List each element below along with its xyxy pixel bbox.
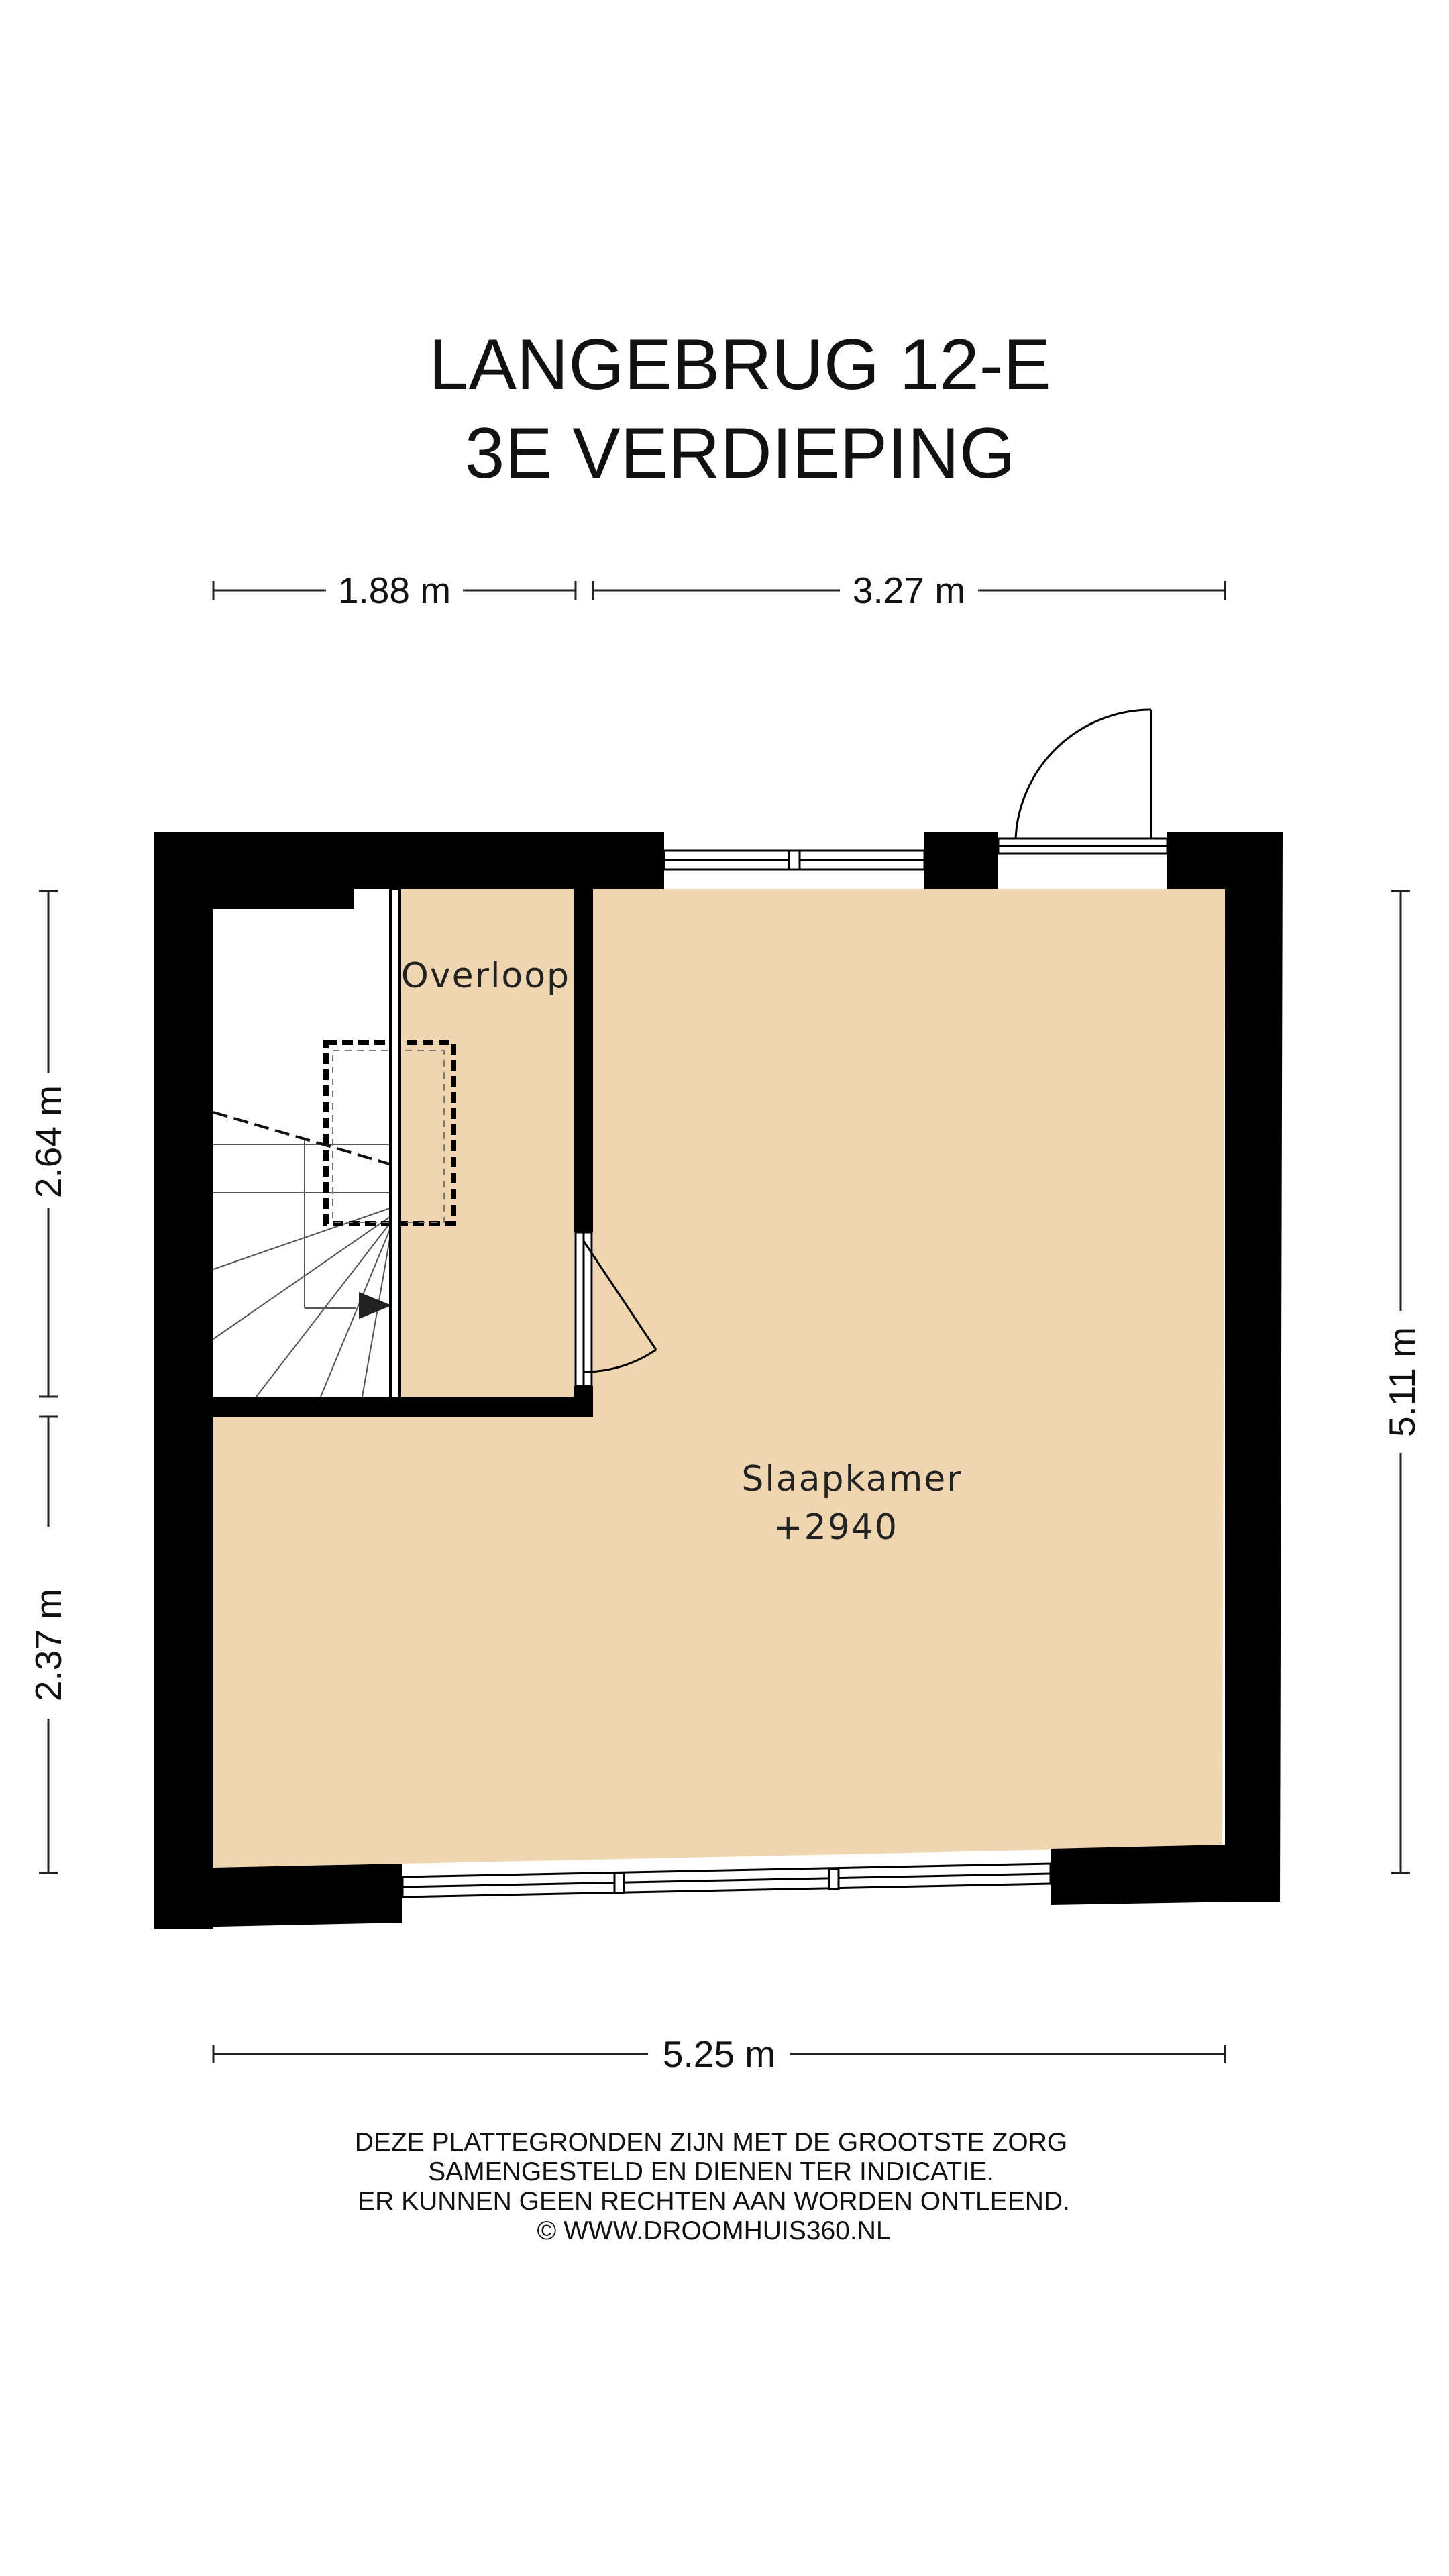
hatch-inner-outline (332, 1050, 445, 1223)
overloop-floor (398, 889, 574, 1399)
walls[interactable] (154, 832, 1283, 1929)
dimension-bottom-label: 5.25 m (663, 2033, 775, 2075)
stair-direction-arrow-icon (359, 1292, 392, 1319)
dimension-left-upper-label: 2.64 m (28, 1085, 69, 1198)
dimension-top-right-label: 3.27 m (853, 570, 965, 611)
staircase (213, 889, 393, 1397)
room-level-slaapkamer: +2940 (773, 1507, 898, 1548)
dimension-right: 5.11 m (1381, 890, 1423, 1874)
stair-cut-line (213, 1111, 392, 1166)
slaapkamer-floor (212, 889, 1225, 1868)
window-bottom (401, 1862, 1052, 1898)
disclaimer-line-3: ER KUNNEN GEEN RECHTEN AAN WORDEN ONTLEE… (358, 2187, 1070, 2216)
disclaimer-line-2: SAMENGESTELD EN DIENEN TER INDICATIE. (428, 2157, 994, 2186)
dimension-top-left-label: 1.88 m (338, 570, 451, 611)
disclaimer: DEZE PLATTEGRONDEN ZIJN MET DE GROOTSTE … (355, 2128, 1070, 2245)
dimension-top: 1.88 m 3.27 m (212, 570, 1226, 611)
door-top[interactable] (997, 708, 1169, 855)
window-top (663, 849, 926, 871)
room-label-overloop: Overloop (401, 956, 570, 996)
door-interior[interactable] (574, 1231, 657, 1387)
disclaimer-line-1: DEZE PLATTEGRONDEN ZIJN MET DE GROOTSTE … (355, 2128, 1067, 2157)
dimension-left-lower-label: 2.37 m (28, 1589, 69, 1701)
disclaimer-line-4: © WWW.DROOMHUIS360.NL (537, 2216, 890, 2245)
dimension-left: 2.64 m 2.37 m (28, 890, 69, 1874)
dimension-right-label: 5.11 m (1381, 1327, 1423, 1437)
room-label-slaapkamer: Slaapkamer (741, 1459, 962, 1499)
plan-title-floor: 3E VERDIEPING (465, 413, 1016, 493)
plan-title-address: LANGEBRUG 12-E (429, 324, 1051, 405)
dimension-bottom: 5.25 m (212, 2033, 1226, 2075)
